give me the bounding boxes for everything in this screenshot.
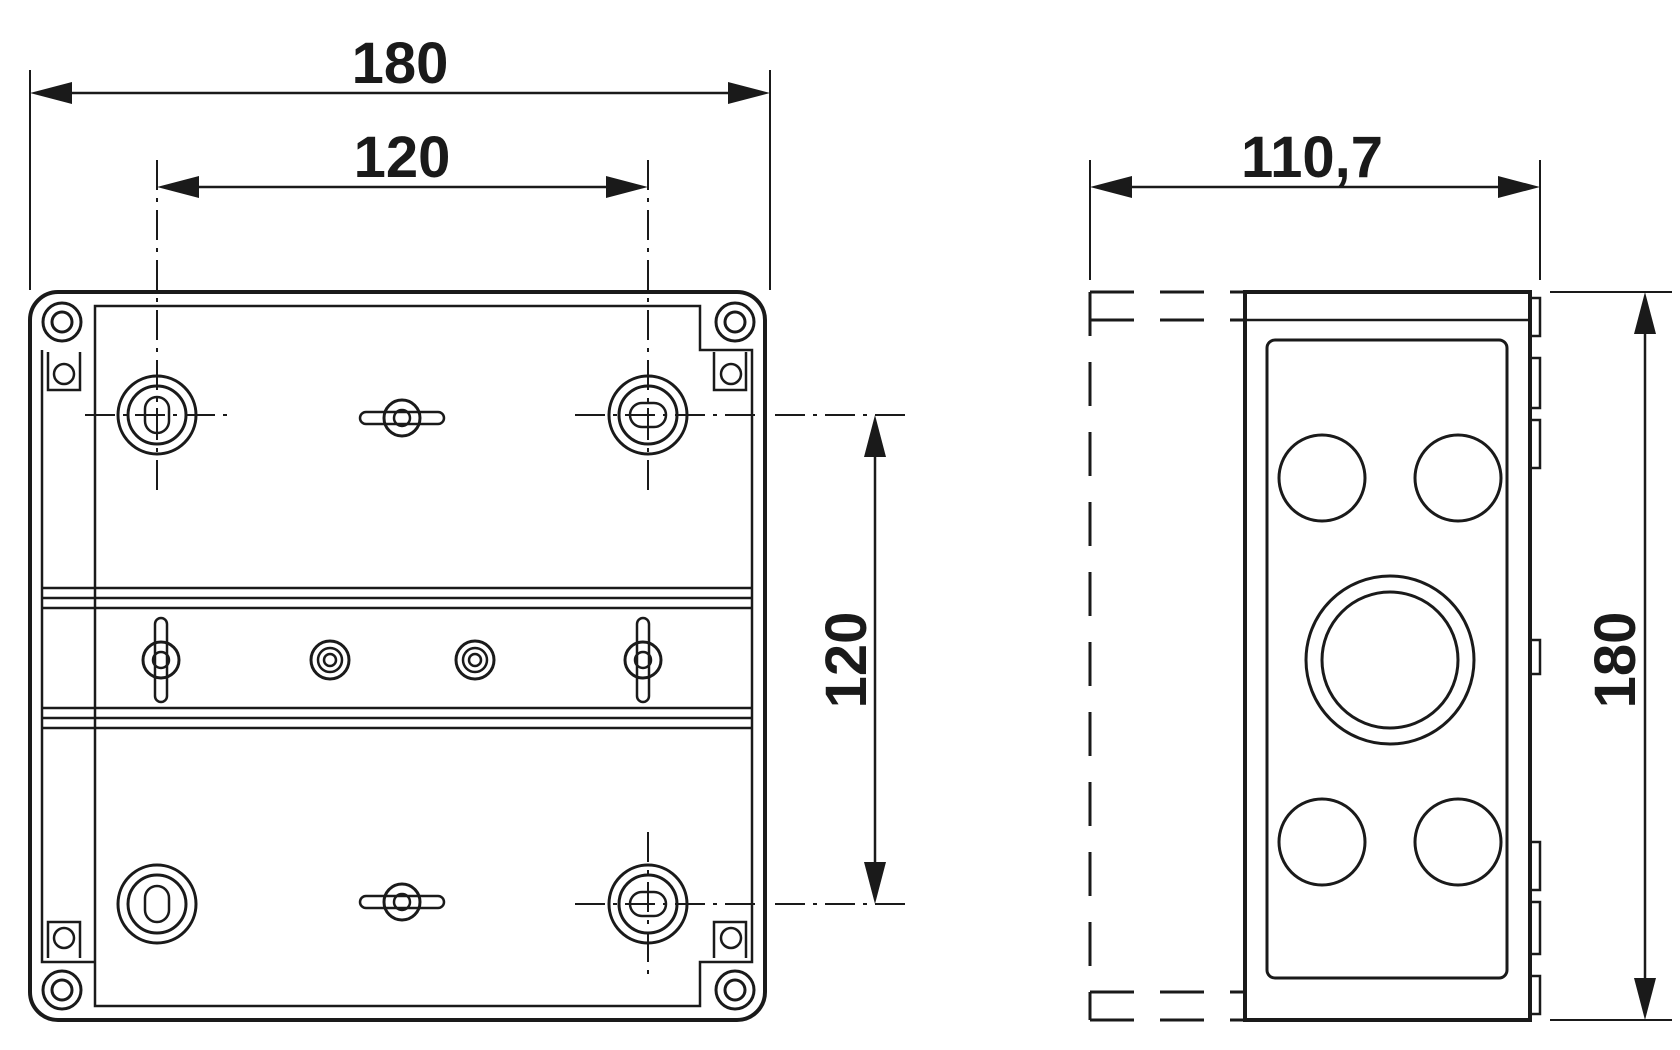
- front-housing-outline: [28, 290, 767, 1022]
- corner-screw-bottom-left: [41, 920, 83, 1011]
- slot-mount-bottom-center: [358, 882, 446, 922]
- dimension-side-height: 180: [1550, 291, 1672, 1021]
- dimension-hole-spacing-vertical: 120: [814, 415, 886, 904]
- knockout-center-large: [1304, 574, 1476, 746]
- rail-boss-left: [309, 639, 351, 681]
- label-hole-spacing-horizontal: 120: [354, 125, 451, 190]
- slot-mount-top-center: [358, 398, 446, 438]
- corner-screw-top-right: [712, 301, 756, 392]
- slot-mount-rail-right: [623, 616, 663, 704]
- knockout-bottom-right: [1413, 797, 1503, 887]
- label-hole-spacing-vertical: 120: [814, 612, 879, 709]
- front-inner-plate: [40, 304, 754, 1008]
- corner-screw-top-left: [41, 301, 83, 392]
- label-front-width: 180: [352, 31, 449, 96]
- mounting-hole-bottom-left: [116, 863, 198, 945]
- side-panel: [1265, 338, 1509, 980]
- din-rail: [42, 586, 752, 730]
- knockout-bottom-left: [1277, 797, 1367, 887]
- rail-boss-right: [454, 639, 496, 681]
- label-side-height: 180: [1583, 612, 1648, 709]
- front-view: 180 120 120: [28, 31, 905, 1022]
- knockout-top-right: [1413, 433, 1503, 523]
- side-body-outline: [1243, 290, 1532, 1022]
- label-side-depth: 110,7: [1241, 125, 1383, 190]
- side-hinge-tabs: [1528, 296, 1542, 1016]
- side-lid-dashed-outline: [1088, 290, 1245, 1022]
- corner-screw-bottom-right: [712, 920, 756, 1011]
- knockout-top-left: [1277, 433, 1367, 523]
- dimension-hole-spacing-horizontal: 120: [157, 125, 648, 198]
- dimension-side-depth: 110,7: [1089, 125, 1541, 280]
- side-view: 110,7 180: [1088, 125, 1672, 1022]
- slot-mount-rail-left: [141, 616, 181, 704]
- dimension-front-width: 180: [29, 31, 771, 290]
- hole-center-lines: [85, 160, 905, 975]
